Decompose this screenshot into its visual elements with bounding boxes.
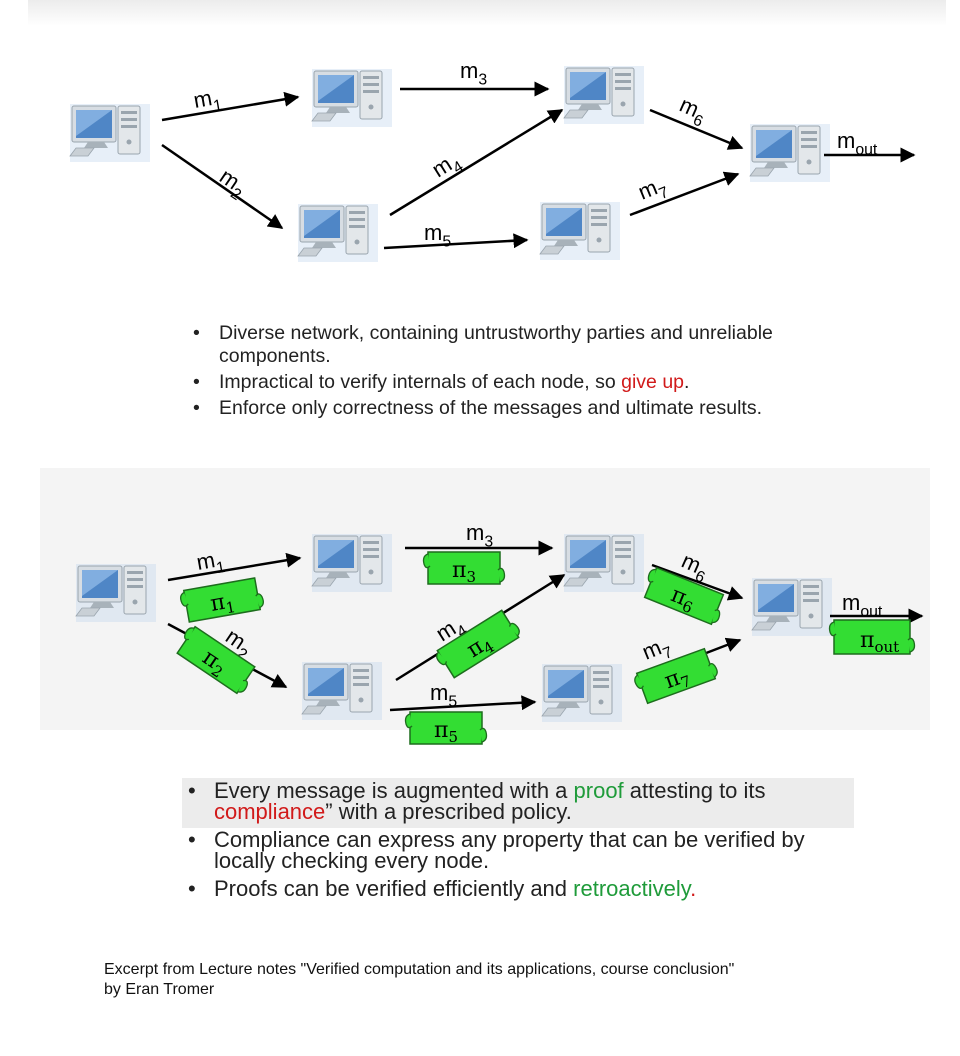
- computer-icon-node-a: [311, 68, 393, 128]
- caption-line-2: by Eran Tromer: [104, 981, 215, 998]
- label-mout-2: mout: [842, 590, 883, 621]
- proof-scroll-pi4: π4: [436, 609, 520, 679]
- proof-scroll-pi6: π6: [643, 566, 725, 626]
- arrow-m7: [629, 171, 740, 217]
- give-up-highlight: give up: [621, 371, 685, 393]
- label-m3-2: m3: [466, 520, 493, 551]
- arrow-m6: [649, 108, 744, 150]
- caption: Excerpt from Lecture notes "Verified com…: [104, 960, 864, 1000]
- arrow-m4: [389, 108, 564, 217]
- bullet-compliance: Compliance can express any property that…: [182, 829, 862, 872]
- arrow-m2: [161, 143, 284, 230]
- proof-scroll-pi5: π5: [404, 711, 488, 746]
- computer-icon-sink-2: [751, 577, 833, 637]
- bullet-list-top: Diverse network, containing untrustworth…: [187, 322, 787, 423]
- computer-icon-node-a-2: [311, 533, 393, 593]
- proof-scroll-pi3: π3: [422, 551, 506, 586]
- bullet-diverse-network: Diverse network, containing untrustworth…: [187, 322, 787, 368]
- arrow-m6-2: [651, 563, 744, 601]
- bullet-list-bottom: Every message is augmented with a proof …: [182, 780, 862, 906]
- arrow-m5: [383, 233, 529, 250]
- label-m3: m3: [460, 58, 487, 89]
- label-m2: m2: [212, 163, 252, 204]
- proof-scroll-pi1: π1: [180, 577, 264, 623]
- proof-highlight: proof: [573, 778, 624, 803]
- label-m1-2: m1: [195, 546, 227, 581]
- computer-icon-node-b: [297, 203, 379, 263]
- svg-text:π5: π5: [434, 718, 458, 746]
- proof-scroll-pi2: π2: [176, 625, 256, 695]
- compliance-highlight: compliance: [214, 799, 326, 824]
- computer-icon-node-d-2: [541, 663, 623, 723]
- label-m7: m7: [635, 171, 672, 210]
- label-m5-2: m5: [430, 680, 457, 711]
- label-mout: mout: [837, 128, 878, 159]
- svg-text:π3: π3: [452, 558, 476, 586]
- bullet-impractical: Impractical to verify internals of each …: [187, 371, 787, 394]
- svg-text:π1: π1: [208, 588, 237, 620]
- computer-icon-node-d: [539, 201, 621, 261]
- label-m1: m1: [192, 84, 224, 119]
- label-m5: m5: [424, 220, 451, 251]
- arrow-m5-2: [389, 695, 537, 712]
- computer-icon-sink: [749, 123, 831, 183]
- bullet-retroactive: Proofs can be verified efficiently and r…: [182, 876, 862, 901]
- bullet-enforce: Enforce only correctness of the messages…: [187, 397, 787, 420]
- computer-icon-node-c-2: [563, 533, 645, 593]
- proof-scroll-pi7: π7: [634, 647, 718, 705]
- retroactively-highlight: retroactively: [573, 876, 691, 901]
- svg-text:πout: πout: [860, 628, 899, 656]
- computer-icon-source-2: [75, 563, 157, 623]
- proof-scroll-piout: πout: [828, 619, 916, 656]
- arrow-m1-2: [167, 552, 302, 582]
- bullet-augmented-proof: Every message is augmented with a proof …: [182, 778, 862, 824]
- label-m6: m6: [674, 92, 711, 131]
- arrow-m1: [161, 91, 300, 122]
- caption-line-1: Excerpt from Lecture notes "Verified com…: [104, 961, 735, 978]
- computer-icon-source: [69, 103, 151, 163]
- computer-icon-node-b-2: [301, 661, 383, 721]
- computer-icon-node-c: [563, 65, 645, 125]
